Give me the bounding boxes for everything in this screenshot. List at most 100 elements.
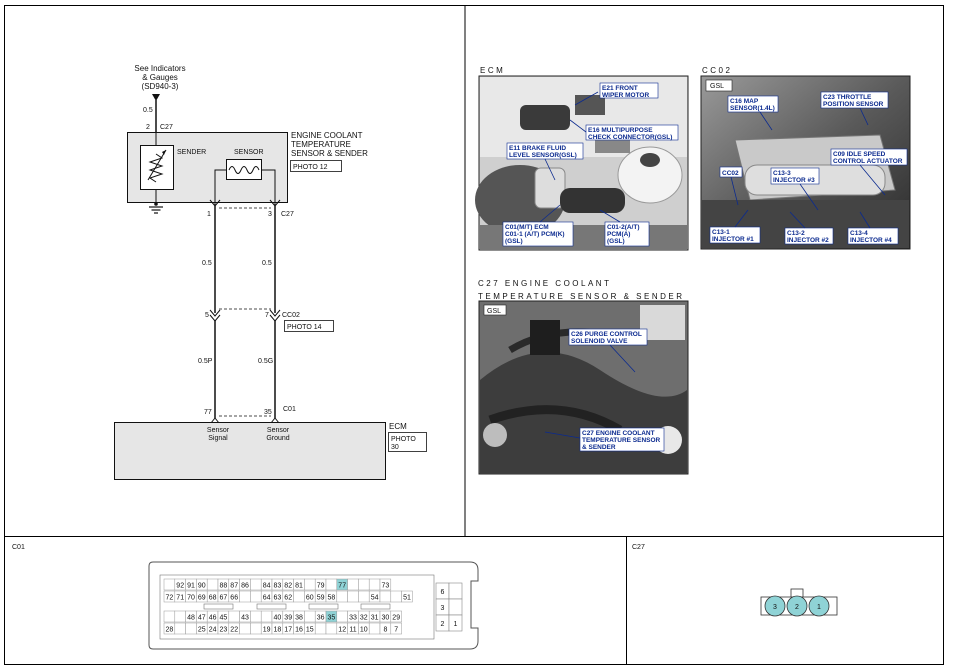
c01-pin-number: 7 xyxy=(394,627,398,634)
cc02-photo-box[interactable] xyxy=(284,320,334,332)
c01-pin-number: 63 xyxy=(274,595,282,602)
callout-e16-line1: E16 MULTIPURPOSE xyxy=(588,127,653,134)
c01-pin-cell xyxy=(336,590,348,603)
ecm-pin-left: 77 xyxy=(204,409,212,416)
ref-note-line1[interactable]: See Indicators xyxy=(134,64,185,73)
ecm-photo-box[interactable] xyxy=(388,432,427,452)
c01-pin-cell xyxy=(314,622,327,635)
wire-right-1-size: 0.5 xyxy=(262,260,272,267)
c01-pin-number: 43 xyxy=(241,615,249,622)
pin-chevron-icon xyxy=(209,309,221,317)
c27-pin-number: 1 xyxy=(817,604,821,611)
photo-ecm-panel: ECM E21 FRONT WIPER MOTOR E16 MULTIPURPO… xyxy=(475,66,689,251)
c01-pin-number: 68 xyxy=(209,595,217,602)
c01-pin-cell xyxy=(304,610,316,623)
c01-pin-number: 31 xyxy=(371,615,379,622)
c01-pin-number: 73 xyxy=(382,583,390,590)
c01-pin-cell xyxy=(206,578,219,591)
photo-c27-callouts: C26 PURGE CONTROL SOLENOID VALVE C27 ENG… xyxy=(544,328,665,452)
ecm-box xyxy=(114,422,386,480)
c01-pin-number: 88 xyxy=(220,583,228,590)
c01-pin-cell xyxy=(390,622,402,635)
c01-pin-number: 64 xyxy=(263,595,271,602)
badge-gsl-text: GSL xyxy=(710,83,724,90)
c27-pin xyxy=(786,595,808,617)
cc02-conn-label: CC02 xyxy=(282,312,300,319)
wire-left-1-size: 0.5 xyxy=(202,260,212,267)
ref-note-line3[interactable]: (SD940-3) xyxy=(142,82,179,91)
callout-c13-4-line2: INJECTOR #4 xyxy=(850,237,892,244)
callout-c27-line1: C27 ENGINE COOLANT xyxy=(582,430,655,437)
c01-pin-cell xyxy=(358,590,370,603)
c01-pin-number: 30 xyxy=(382,615,390,622)
ecm-right-label-2: Ground xyxy=(266,435,289,442)
c01-pin-number: 15 xyxy=(306,627,314,634)
c01-pin-number: 8 xyxy=(383,627,387,634)
component-photo-label[interactable]: PHOTO 12 xyxy=(293,164,328,171)
badge-gsl xyxy=(705,79,733,92)
c01-side-cell xyxy=(448,614,463,632)
c01-side-cell xyxy=(448,598,463,616)
callout-c16-line1: C16 MAP xyxy=(730,98,759,105)
wire-left-2-color: 0.5P xyxy=(198,358,213,365)
c01-pin-cell xyxy=(163,610,176,623)
c01-pin-number: 35 xyxy=(328,615,336,622)
c01-pin-cell xyxy=(304,578,316,591)
ecm-left-label-2: Signal xyxy=(208,435,228,442)
c01-pin-cell xyxy=(174,622,186,635)
pin-top-conn: C27 xyxy=(160,124,173,131)
photo-cc02-panel: CC02 GSL C16 MAP SENSOR(1.4L) C23 THROTT… xyxy=(700,66,911,250)
c01-pin-number: 79 xyxy=(317,583,325,590)
callout-c13-2-line1: C13-2 xyxy=(787,230,805,237)
sender-resistor-icon xyxy=(148,153,164,183)
c01-pin-cell xyxy=(250,622,262,635)
pin-chevron-icon xyxy=(210,417,220,424)
wire-top-size: 0.5 xyxy=(143,107,153,114)
c01-pin-cell xyxy=(250,578,262,591)
c01-pin-number: 12 xyxy=(338,627,346,634)
cc02-photo-label[interactable]: PHOTO 14 xyxy=(287,324,322,331)
c01-latch xyxy=(203,603,234,610)
callout-c13-1-line2: INJECTOR #1 xyxy=(712,236,754,243)
c01-side-cell xyxy=(448,582,463,600)
callout-c23-line1: C23 THROTTLE xyxy=(823,94,872,101)
callout-c01-line1: C01(M/T) ECM xyxy=(505,224,549,231)
callout-c13-4-line1: C13-4 xyxy=(850,230,868,237)
component-photo-box[interactable] xyxy=(290,160,342,172)
c01-pin-number: 10 xyxy=(360,627,368,634)
ecm-photo-label-2[interactable]: 30 xyxy=(391,444,399,451)
ref-note-line2[interactable]: & Gauges xyxy=(142,73,178,82)
c01-pin-number: 62 xyxy=(284,595,292,602)
callout-c13-1-line1: C13-1 xyxy=(712,229,730,236)
c01-pin-cell xyxy=(293,590,305,603)
c01-pin-cell xyxy=(260,610,273,623)
c01-latch xyxy=(256,603,287,610)
callout-c26-line2: SOLENOID VALVE xyxy=(571,338,628,345)
ground-icon xyxy=(149,202,163,214)
c01-pin-number: 67 xyxy=(220,595,228,602)
component-title-2: TEMPERATURE xyxy=(291,140,351,149)
c27-pin-right: 3 xyxy=(268,211,272,218)
callout-c27-line3: & SENDER xyxy=(582,444,616,451)
callout-c13-3-line2: INJECTOR #3 xyxy=(773,177,815,184)
c01-pin-cell xyxy=(379,578,392,591)
component-title-1: ENGINE COOLANT xyxy=(291,131,363,140)
c01-pin-number: 24 xyxy=(209,627,217,634)
c01-pin-number: 59 xyxy=(317,595,325,602)
c01-side-pin-number: 3 xyxy=(441,605,445,612)
ecm-photo-label-1[interactable]: PHOTO xyxy=(391,436,416,443)
callout-c01-2-line1: C01-2(A/T) xyxy=(607,224,640,231)
pin-top-num: 2 xyxy=(146,124,150,131)
c01-pin-cell xyxy=(250,590,262,603)
c27-panel-label: C27 xyxy=(632,544,645,551)
callout-c01-line2: C01-1 (A/T) PCM(K) xyxy=(505,231,565,238)
c01-pin-cell xyxy=(390,610,402,623)
c27-pin-left: 1 xyxy=(207,211,211,218)
wire-right-2-color: 0.5G xyxy=(258,358,273,365)
c01-latch xyxy=(360,603,391,610)
c01-pin-number: 25 xyxy=(198,627,206,634)
